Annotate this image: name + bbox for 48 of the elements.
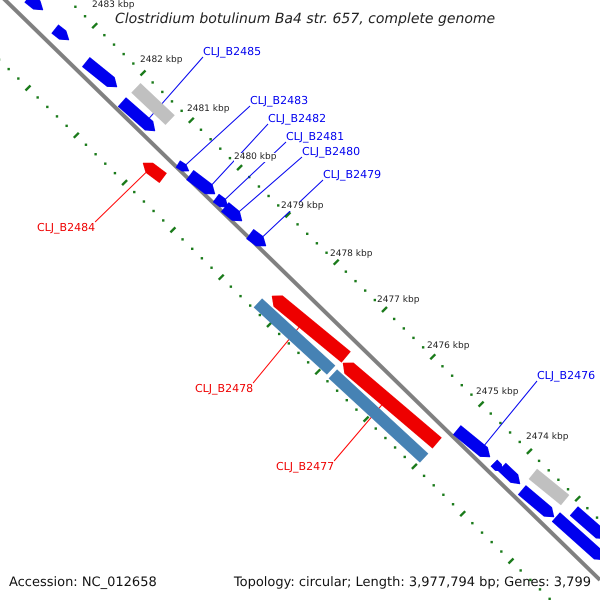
gene-label: CLJ_B2484 <box>37 222 96 233</box>
gene-bar <box>328 369 428 463</box>
gene-block <box>186 170 216 194</box>
gene-label: CLJ_B2479 <box>323 169 382 180</box>
gene-block <box>82 57 118 88</box>
gene-bar <box>528 468 570 506</box>
gene-label: CLJ_B2476 <box>537 370 596 381</box>
leader-line <box>212 124 268 185</box>
gene-label: CLJ_B2481 <box>286 131 344 142</box>
scale-label: 2477 kbp <box>377 296 420 305</box>
gene-label: CLJ_B2485 <box>203 46 262 57</box>
gene-block <box>272 295 351 363</box>
gene-block <box>176 160 190 172</box>
gene-block <box>118 97 156 132</box>
gene-block <box>51 24 70 40</box>
gene-block <box>498 462 520 484</box>
leader-line <box>186 106 250 165</box>
chart-title: Clostridium botulinum Ba4 str. 657, complete genome <box>115 12 496 26</box>
gene-block <box>24 0 44 10</box>
gene-block <box>220 202 242 222</box>
gene-block <box>342 362 442 449</box>
leader-line <box>94 172 146 222</box>
scale-label: 2480 kbp <box>234 153 276 162</box>
scale-label: 2476 kbp <box>427 342 470 351</box>
gene-bar <box>254 298 336 375</box>
gene-block <box>246 228 266 246</box>
gene-label: CLJ_B2477 <box>276 461 334 472</box>
gene-label: CLJ_B2480 <box>302 146 360 157</box>
scale-label: 2483 kbp <box>92 1 134 10</box>
scale-label: 2478 kbp <box>330 250 372 259</box>
gene-bar <box>131 83 175 125</box>
gene-block <box>518 485 554 518</box>
gene-label: CLJ_B2483 <box>250 95 308 106</box>
scale-label: 2481 kbp <box>187 105 230 114</box>
leader-line <box>484 380 538 446</box>
gene-label: CLJ_B2478 <box>195 383 254 394</box>
gene-block <box>452 425 490 458</box>
scale-label: 2474 kbp <box>526 433 568 442</box>
footer-text: Topology: circular; Length: 3,977,794 bp; Genes: 3,799 <box>234 576 591 589</box>
footer-text: Accession: NC_012658 <box>9 576 157 589</box>
gene-label: CLJ_B2482 <box>268 113 326 124</box>
scale-label: 2482 kbp <box>140 56 182 65</box>
gene-block <box>212 194 228 208</box>
scale-label: 2479 kbp <box>281 202 324 211</box>
gene-block <box>570 506 600 540</box>
gene-block <box>142 162 167 184</box>
leader-line <box>239 156 302 212</box>
scale-label: 2475 kbp <box>476 388 518 397</box>
